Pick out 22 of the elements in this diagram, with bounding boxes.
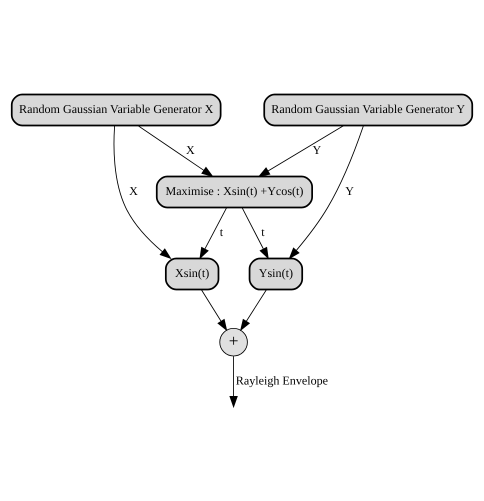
edge-label: Y [312, 142, 322, 157]
edge-label: Y [345, 184, 354, 198]
node-box: Ysin(t) [248, 257, 304, 290]
arrow [229, 355, 238, 408]
edge-label: Rayleigh Envelope [236, 373, 328, 388]
edge-label: t [220, 224, 224, 239]
arrow [114, 124, 172, 259]
arrow [242, 206, 269, 259]
node-box: Xsin(t) [164, 257, 220, 290]
node-circle: + [219, 327, 248, 356]
edge-label: t [261, 224, 265, 239]
node-box: Random Gaussian Variable Generator X [10, 93, 222, 126]
arrow [199, 206, 228, 259]
node-box: Maximise : Xsin(t) +Ycos(t) [156, 175, 313, 208]
arrow [240, 288, 267, 331]
arrow [137, 124, 214, 176]
node-box: Random Gaussian Variable Generator Y [263, 93, 474, 126]
arrow [258, 124, 344, 177]
edge-label: X [129, 184, 138, 198]
arrow [200, 288, 228, 331]
arrow [288, 124, 364, 259]
edge-label: X [186, 142, 195, 157]
